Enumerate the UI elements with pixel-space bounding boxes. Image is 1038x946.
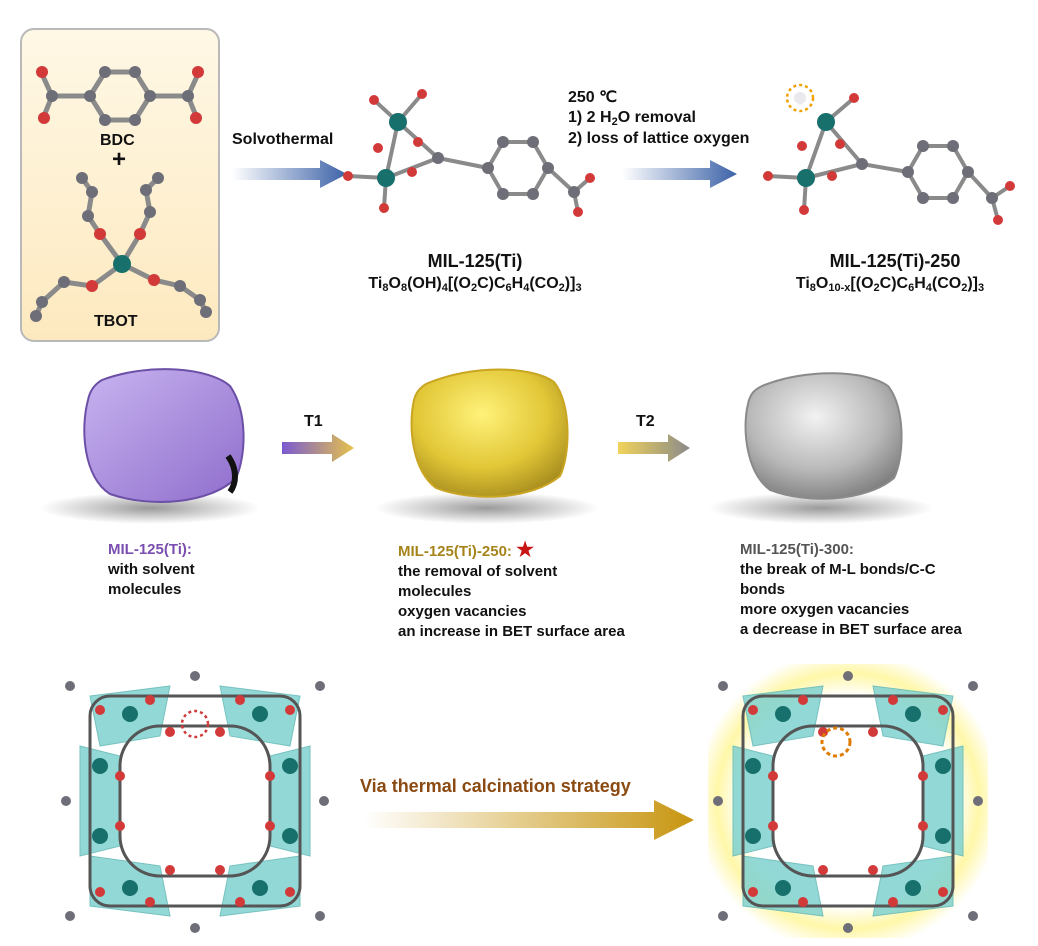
bdc-molecule xyxy=(36,66,204,126)
particle-line: a decrease in BET surface area xyxy=(740,621,962,638)
framework-right xyxy=(708,664,988,938)
particle-title-2: MIL-125(Ti)-300: xyxy=(740,541,854,558)
step2-temp: 250 ℃ xyxy=(568,89,618,106)
particle-line: more oxygen vacancies xyxy=(740,601,910,618)
mil125-name: MIL-125(Ti) xyxy=(427,251,523,271)
t1-label: T1 xyxy=(304,413,323,430)
particle-purple xyxy=(40,368,260,524)
strategy-label: Via thermal calcination strategy xyxy=(360,776,631,796)
step2-line1: 1) 2 H2O removal xyxy=(568,109,696,128)
particle-yellow xyxy=(375,368,599,524)
calcination-arrow-top xyxy=(622,160,737,188)
particle-desc-2: MIL-125(Ti)-300: the break of M-L bonds/… xyxy=(740,540,962,640)
particle-line: oxygen vacancies xyxy=(398,603,527,620)
particle-line: the break of M-L bonds/C-C xyxy=(740,561,936,578)
bdc-label: BDC xyxy=(100,132,135,149)
step2-line2: 2) loss of lattice oxygen xyxy=(568,130,750,147)
mil125-cluster xyxy=(343,89,595,217)
solvothermal-arrow xyxy=(232,160,347,188)
t1-arrow xyxy=(282,434,354,462)
particle-desc-0: MIL-125(Ti): with solvent molecules xyxy=(108,540,195,600)
mil125-250-formula: Ti8O10-x[(O2C)C6H4(CO2)]3 xyxy=(795,275,985,294)
mil125-250-cluster xyxy=(763,83,1015,225)
particle-line: bonds xyxy=(740,581,785,598)
particle-gray xyxy=(709,372,933,524)
particle-title-0: MIL-125(Ti): xyxy=(108,541,192,558)
particle-line: molecules xyxy=(398,583,472,600)
mil125-250-name: MIL-125(Ti)-250 xyxy=(829,251,961,271)
particle-line: molecules xyxy=(108,581,182,598)
particle-title-1: MIL-125(Ti)-250: xyxy=(398,543,512,560)
framework-left xyxy=(61,671,329,933)
mil125-formula: Ti8O8(OH)4[(O2C)C6H4(CO2)]3 xyxy=(368,275,582,294)
particle-line: an increase in BET surface area xyxy=(398,623,625,640)
t2-arrow xyxy=(618,434,690,462)
solvothermal-label: Solvothermal xyxy=(232,131,334,148)
strategy-arrow xyxy=(364,800,694,840)
particle-line: the removal of solvent xyxy=(398,563,558,580)
star-icon: ★ xyxy=(516,539,535,561)
plus-sign: + xyxy=(112,146,127,173)
t2-label: T2 xyxy=(636,413,655,430)
tbot-label: TBOT xyxy=(94,313,138,330)
tbot-molecule xyxy=(30,172,212,322)
particle-line: with solvent xyxy=(108,561,195,578)
particle-desc-1: MIL-125(Ti)-250: ★ the removal of solven… xyxy=(398,540,625,642)
